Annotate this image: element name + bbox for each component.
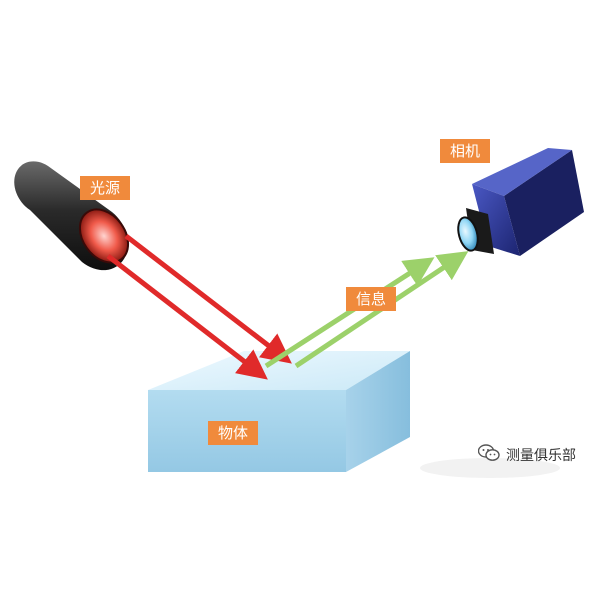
light-source-label: 光源	[80, 176, 131, 200]
camera-body-side	[504, 150, 584, 256]
incident-beam-2	[124, 234, 292, 364]
object-top-face	[148, 351, 410, 390]
camera-label: 相机	[440, 139, 491, 163]
reflected-beams	[264, 251, 469, 369]
camera-lens	[457, 216, 479, 252]
watermark: 测量俱乐部	[477, 444, 576, 466]
light-source-emitter	[78, 208, 130, 264]
reflected-beam-1	[264, 257, 435, 369]
object-label: 物体	[208, 421, 259, 445]
information-label: 信息	[346, 287, 397, 311]
camera-body-top	[472, 148, 572, 196]
incident-beam-1	[106, 254, 268, 380]
object-box	[148, 351, 410, 472]
shadow-smudge	[420, 458, 560, 478]
camera-body-front	[472, 184, 520, 256]
wechat-icon	[477, 444, 500, 466]
incident-beams	[106, 234, 292, 380]
light-source	[14, 161, 130, 271]
watermark-text: 测量俱乐部	[506, 448, 576, 464]
reflected-beam-2	[294, 251, 469, 369]
camera	[457, 148, 584, 256]
object-side-face	[346, 351, 410, 472]
